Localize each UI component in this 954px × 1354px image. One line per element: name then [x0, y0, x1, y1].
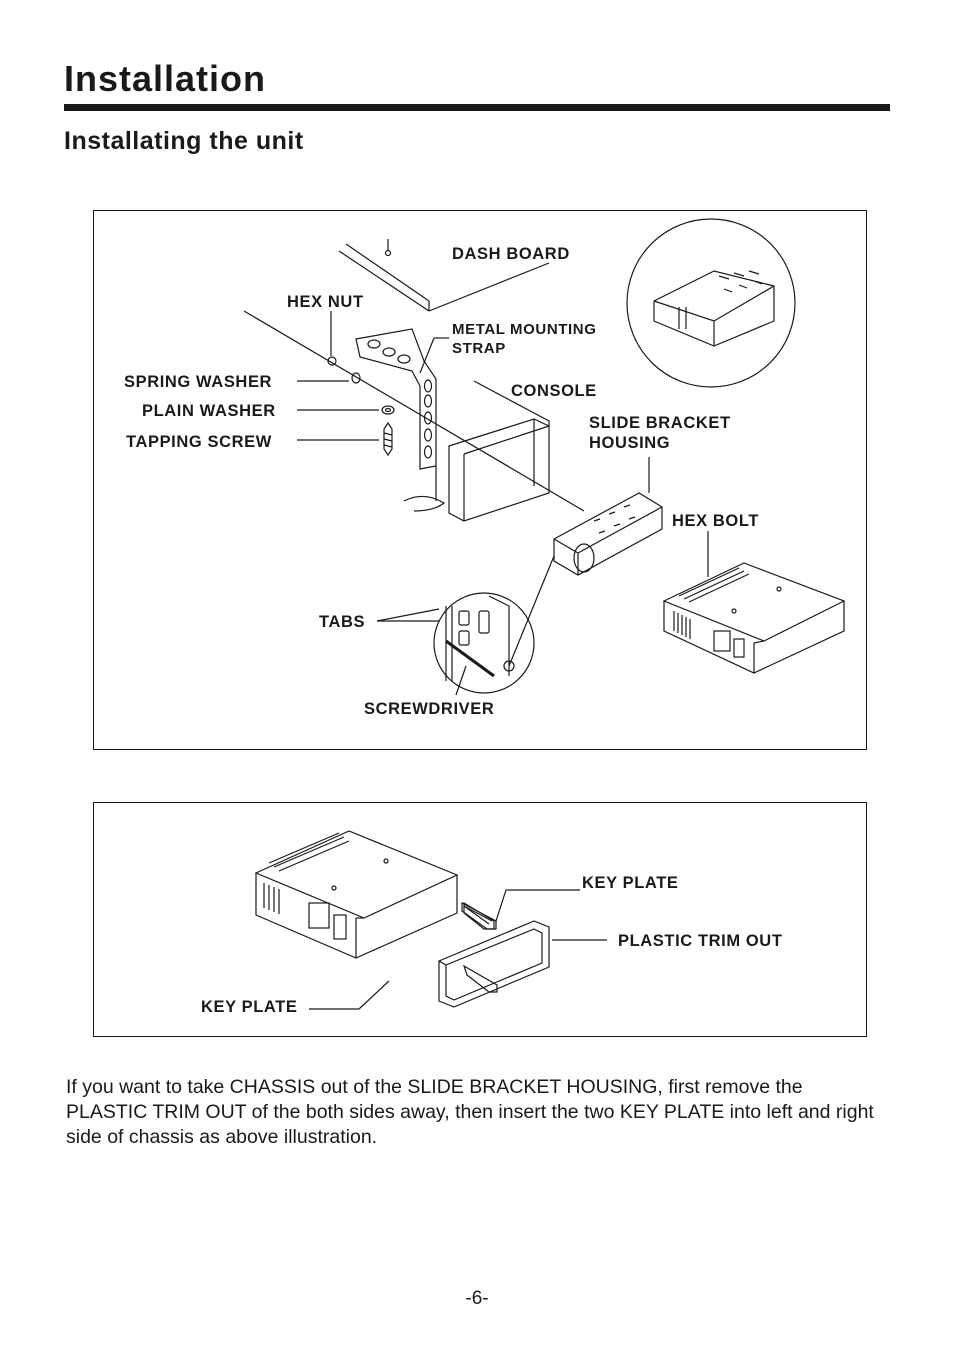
hardware-drawing [243, 310, 585, 512]
dash-board-drawing [338, 239, 550, 312]
label-console: CONSOLE [511, 382, 597, 400]
instruction-paragraph: If you want to take CHASSIS out of the S… [66, 1076, 874, 1148]
mounting-strap-drawing [355, 328, 437, 470]
key-plate-bottom-detail [463, 905, 490, 925]
page-title: Installation [64, 58, 267, 99]
installation-illustration [243, 218, 846, 696]
label-tabs: TABS [319, 613, 366, 631]
slide-bracket-drawing [553, 492, 663, 576]
label-plastic-trim-out: PLASTIC TRIM OUT [618, 932, 783, 950]
label-key-plate-top: KEY PLATE [582, 874, 679, 892]
installation-diagram: DASH BOARD HEX NUT METAL MOUNTING STRAP … [93, 210, 867, 750]
title-rule [64, 104, 890, 111]
label-key-plate-bottom: KEY PLATE [201, 998, 298, 1016]
section-title: Installating the unit [64, 127, 304, 155]
label-hex-bolt: HEX BOLT [672, 512, 759, 530]
label-screwdriver: SCREWDRIVER [364, 700, 495, 718]
label-slide-bracket-line1: SLIDE BRACKET [589, 414, 731, 432]
zoom-detail-drawing [626, 218, 796, 388]
key-plate-bottom-lower [462, 964, 498, 993]
label-metal-mounting-strap-line1: METAL MOUNTING [452, 321, 597, 338]
label-plain-washer: PLAIN WASHER [142, 402, 276, 420]
leader-lines [297, 311, 709, 696]
chassis-drawing [662, 562, 846, 674]
label-metal-mounting-strap-line2: STRAP [452, 340, 506, 357]
key-plate-illustration [254, 830, 607, 1010]
label-dash-board: DASH BOARD [452, 245, 570, 263]
label-tapping-screw: TAPPING SCREW [126, 433, 272, 451]
chassis-drawing-2 [254, 830, 459, 959]
label-slide-bracket-line2: HOUSING [589, 434, 671, 452]
tabs-detail-drawing [433, 555, 555, 694]
key-plate-diagram: KEY PLATE PLASTIC TRIM OUT KEY PLATE [93, 802, 867, 1037]
plastic-trim-drawing [438, 920, 550, 1008]
label-hex-nut: HEX NUT [287, 293, 364, 311]
console-drawing [403, 380, 550, 522]
key-plate-top-drawing [461, 902, 497, 930]
page-number: -6- [465, 1288, 489, 1309]
label-spring-washer: SPRING WASHER [124, 373, 273, 391]
